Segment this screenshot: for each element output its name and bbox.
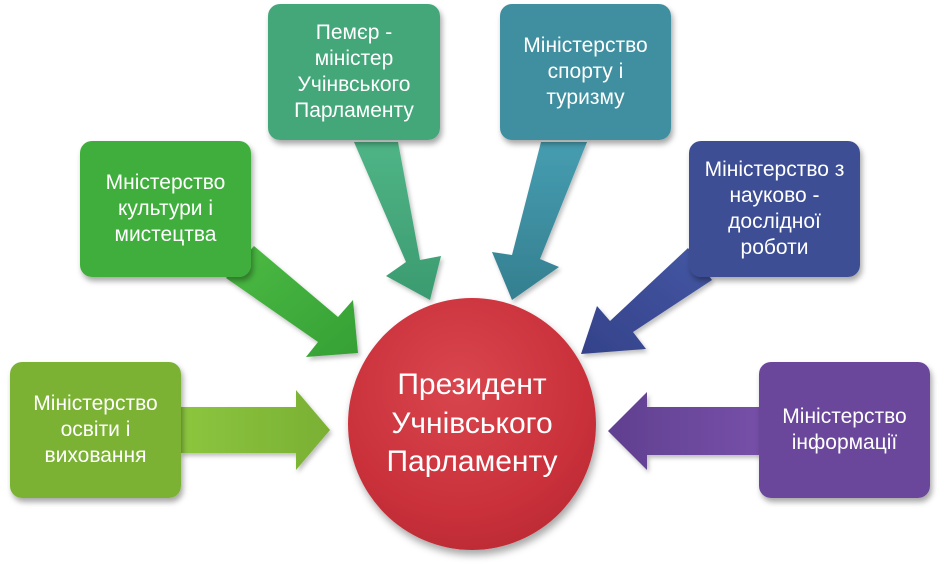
president-label: Президент Учнівського Парламенту [386,368,558,479]
premier-box: Пемєр - міністер Учінвського Парламенту [268,4,440,140]
arrow-premier [354,142,441,300]
arrow-information [608,392,760,470]
president-circle: Президент Учнівського Парламенту [348,298,596,550]
ministry-science-label: Міністерство з науково - дослідної робот… [704,157,845,260]
ministry-sport-label: Міністерство спорту і туризму [523,33,648,110]
ministry-information-box: Міністерство інформації [759,362,930,498]
ministry-culture-label: Мністерство культури і мистецтва [105,170,226,247]
arrow-culture [226,246,358,357]
ministry-information-label: Міністерство інформації [782,404,907,454]
premier-label: Пемєр - міністер Учінвського Парламенту [294,20,414,123]
arrow-science [581,248,712,354]
ministry-education-label: Міністерство освіти і виховання [33,391,158,468]
ministry-education-box: Міністерство освіти і виховання [10,362,181,498]
ministry-culture-box: Мністерство культури і мистецтва [80,141,251,277]
ministry-sport-box: Міністерство спорту і туризму [500,4,671,140]
ministry-science-box: Міністерство з науково - дослідної робот… [689,141,860,277]
arrow-education [180,390,330,470]
arrow-sport [492,142,587,300]
